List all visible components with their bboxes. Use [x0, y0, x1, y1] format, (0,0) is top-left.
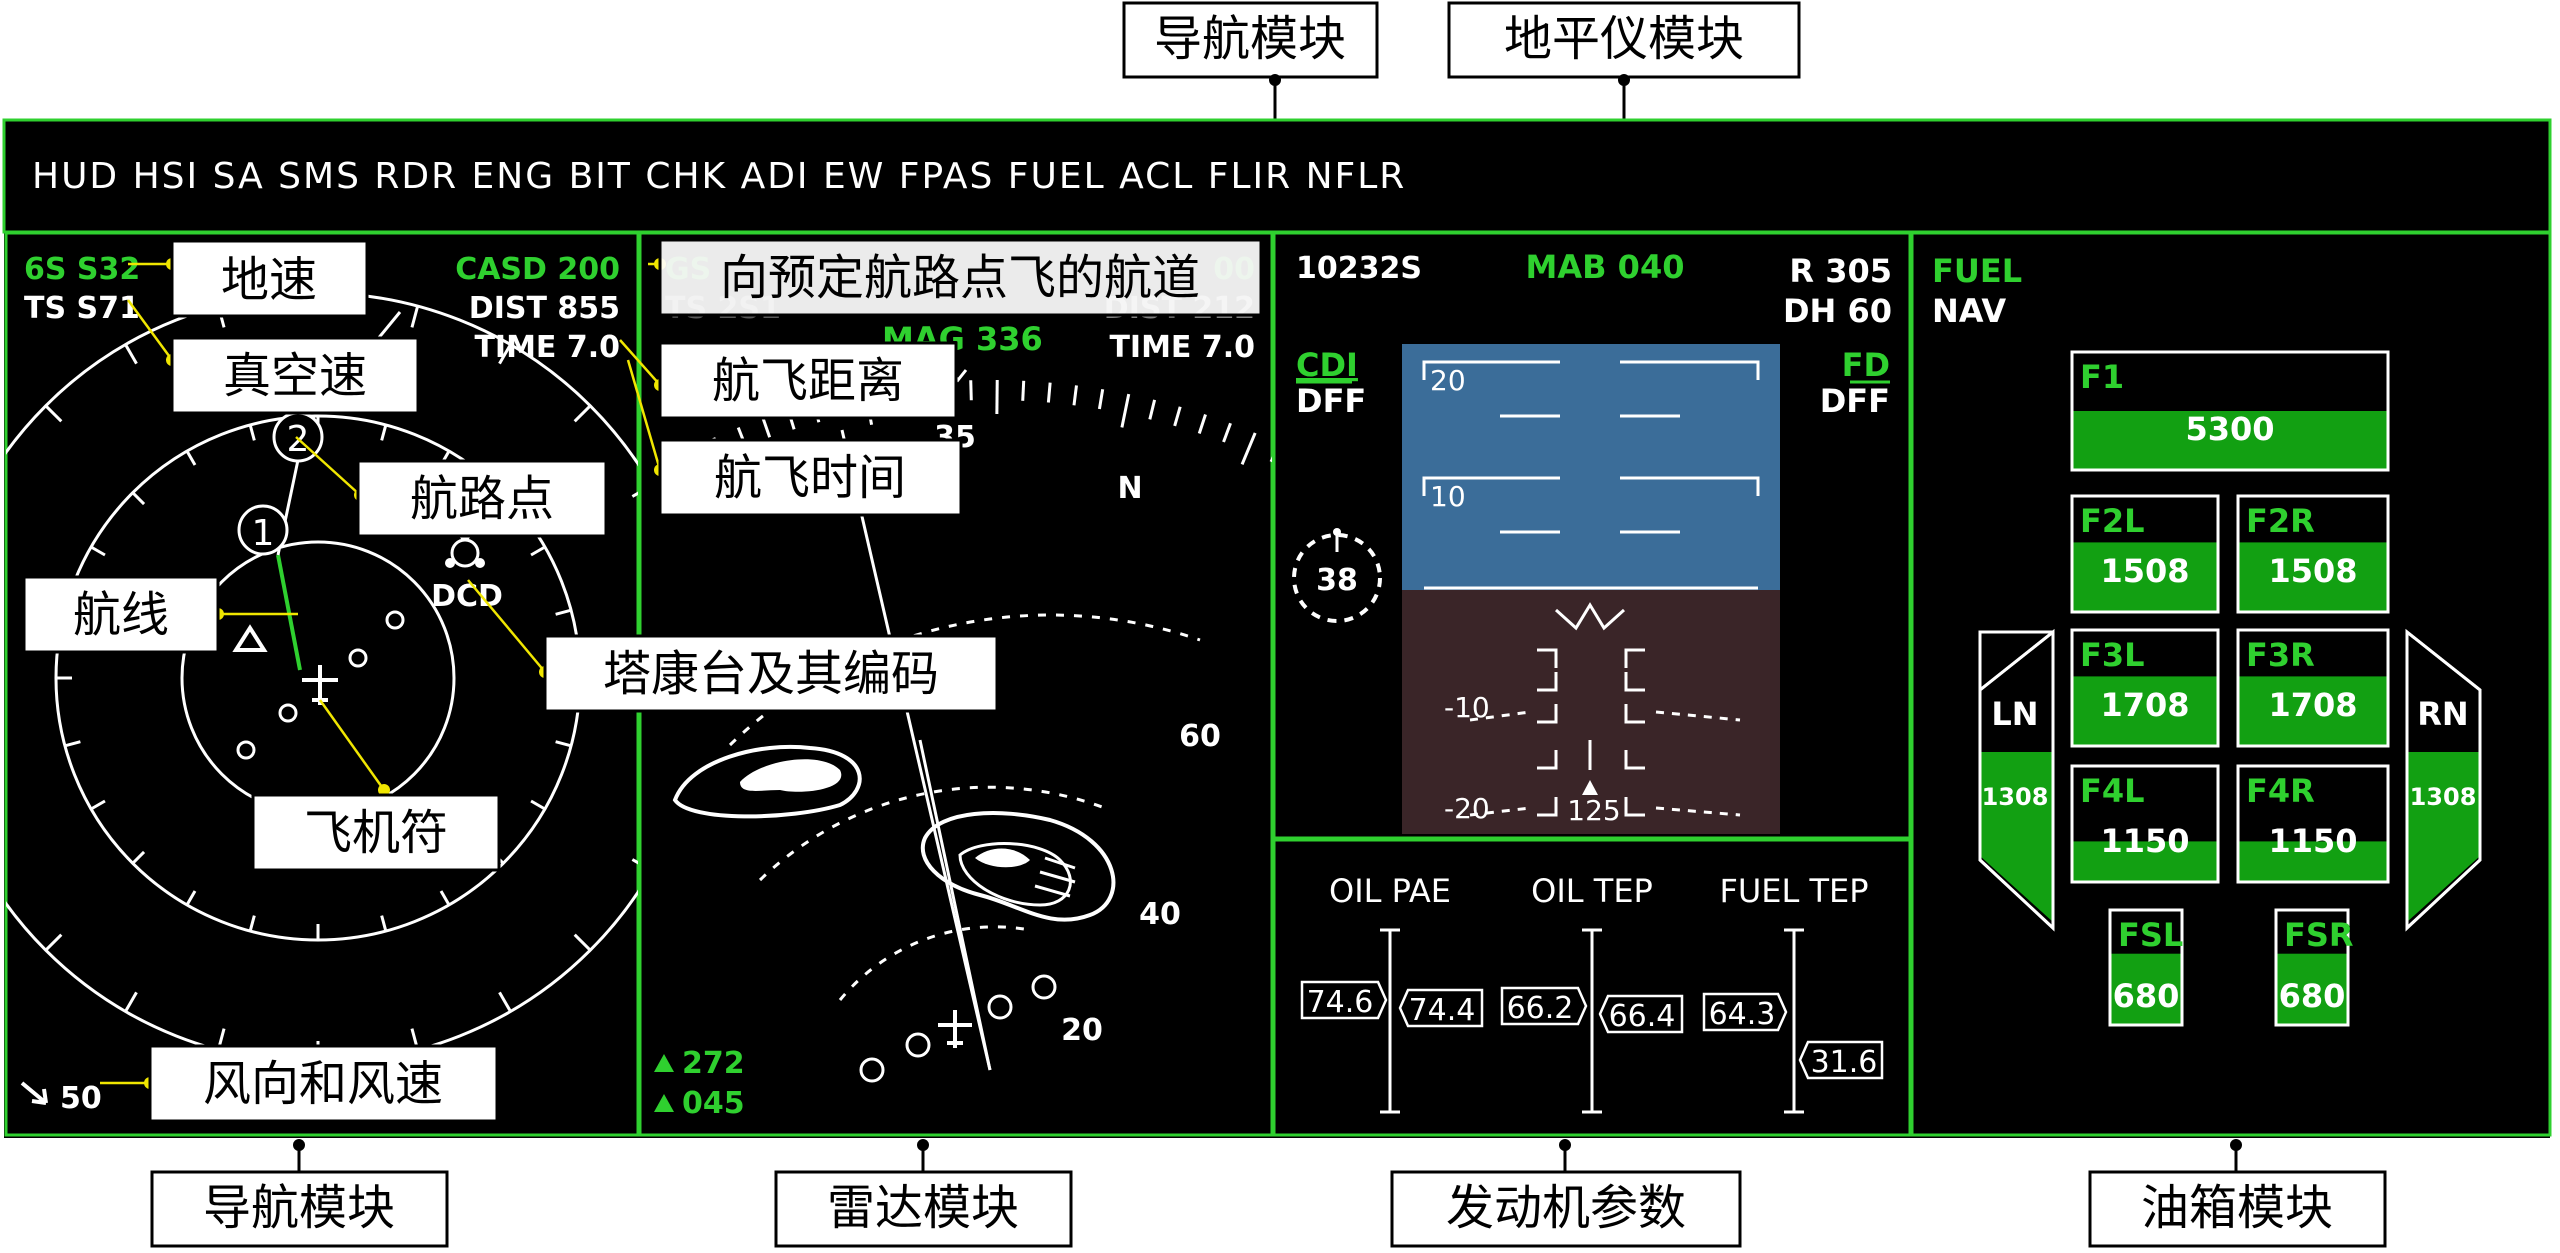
nav-ring-tick [0, 860, 4, 871]
time-value: TIME 7.0 [474, 330, 620, 365]
callout-bottom-fuel: 油箱模块 [2141, 1180, 2333, 1236]
menu-bar-text[interactable]: HUD HSI SA SMS RDR ENG BIT CHK ADI EW FP… [32, 156, 1406, 197]
ln-value: 1308 [1982, 783, 2049, 811]
bottom-dots [293, 1139, 2242, 1151]
ground-speed-value: 6S S32 [24, 252, 140, 287]
adi-pitch-20: 20 [1430, 364, 1466, 397]
tank-label-f4r: F4R [2246, 772, 2315, 810]
radar-val-045: 045 [682, 1086, 745, 1121]
compass-tick [1023, 381, 1024, 401]
callout-top-nav: 导航模块 [1154, 11, 1346, 67]
rn-label: RN [2417, 695, 2468, 733]
radar-val-272: 272 [682, 1046, 745, 1081]
tank-label-f1: F1 [2080, 358, 2124, 396]
menu-bar: HUD HSI SA SMS RDR ENG BIT CHK ADI EW FP… [4, 120, 2550, 232]
range-label-40: 40 [1139, 897, 1181, 932]
tank-value-f4l: 1150 [2100, 822, 2189, 860]
callout-bottom-engine: 发动机参数 [1446, 1180, 1686, 1236]
adi-r-value: R 305 [1789, 252, 1892, 290]
dist-value: DIST 855 [469, 291, 620, 326]
callout-wind: 风向和风速 [203, 1056, 443, 1112]
tank-label-f4l: F4L [2080, 772, 2145, 810]
adi-fd-label: FD [1842, 346, 1890, 384]
callout-flight-time: 航飞时间 [714, 450, 906, 506]
fuel-tep-left-value: 64.3 [1709, 997, 1776, 1032]
callout-bottom-radar: 雷达模块 [827, 1180, 1019, 1236]
adi-compass-value: 38 [1316, 563, 1358, 598]
range-label-20: 20 [1061, 1013, 1103, 1048]
engine-label-fuel-tep: FUEL TEP [1719, 872, 1868, 910]
compass-tick [971, 380, 972, 400]
adi-speed-value: 125 [1567, 794, 1620, 827]
ln-label: LN [1991, 695, 2038, 733]
oil-tep-right-value: 66.4 [1609, 999, 1676, 1034]
adi-pitch-minus-20: -20 [1444, 792, 1490, 825]
adi-alt-value: 10232S [1296, 251, 1422, 286]
oil-tep-left-value: 66.2 [1507, 991, 1574, 1026]
tank-value-f1: 5300 [2185, 410, 2274, 448]
callout-bottom-nav: 导航模块 [203, 1180, 395, 1236]
bottom-callouts: 导航模块 雷达模块 发动机参数 油箱模块 [152, 1139, 2385, 1246]
callout-flight-distance: 航飞距离 [712, 353, 904, 409]
range-label-60: 60 [1179, 719, 1221, 754]
adi-pitch-10: 10 [1430, 480, 1466, 513]
tank-value-fsl: 680 [2113, 977, 2180, 1015]
fuel-tep-right-value: 31.6 [1811, 1045, 1878, 1080]
oil-pae-right-value: 74.4 [1409, 993, 1476, 1028]
oil-pae-left-value: 74.6 [1307, 985, 1374, 1020]
engine-label-oil-tep: OIL TEP [1531, 872, 1653, 910]
tank-value-f3r: 1708 [2268, 686, 2357, 724]
tacan-icon-lobe [445, 558, 455, 568]
compass-tick [1048, 383, 1050, 403]
tank-value-fsr: 680 [2279, 977, 2346, 1015]
fuel-panel-frame [1912, 233, 2550, 1135]
callout-waypoint: 航路点 [410, 471, 554, 527]
tank-label-f2l: F2L [2080, 502, 2145, 540]
bottom-leaders [299, 1140, 2236, 1172]
tank-value-f2l: 1508 [2100, 552, 2189, 590]
callout-top-adi: 地平仪模块 [1504, 11, 1744, 67]
callout-course-to-waypoint: 向预定航路点飞的航道 [720, 250, 1200, 306]
wind-value: 50 [60, 1081, 102, 1116]
tank-label-f2r: F2R [2246, 502, 2315, 540]
engine-panel: OIL PAE OIL TEP FUEL TEP 74.6 74.4 66.2 … [1274, 840, 1910, 1135]
fuel-title: FUEL [1932, 252, 2022, 290]
adi-compass-pin [1333, 528, 1341, 536]
callout-aircraft-symbol: 飞机符 [304, 805, 448, 861]
callout-true-airspeed: 真空速 [223, 348, 367, 404]
tank-label-f3r: F3R [2246, 636, 2315, 674]
tank-label-fsr: FSR [2284, 916, 2354, 954]
adi-mab-value: MAB 040 [1526, 248, 1685, 286]
tank-value-f4r: 1150 [2268, 822, 2357, 860]
tank-value-f3l: 1708 [2100, 686, 2189, 724]
adi-dh-value: DH 60 [1783, 292, 1892, 330]
adi-cdi-value: DFF [1296, 382, 1366, 420]
waypoint-1-label: 1 [252, 513, 275, 554]
adi-fd-value: DFF [1820, 382, 1890, 420]
casd-value: CASD 200 [455, 252, 620, 287]
engine-label-oil-pae: OIL PAE [1329, 872, 1451, 910]
fuel-nav: NAV [1932, 292, 2006, 330]
adi-cdi-label: CDI [1296, 346, 1358, 384]
radar-time-value: TIME 7.0 [1109, 330, 1255, 365]
tacan-icon-lobe [475, 558, 485, 568]
adi-pitch-minus-10: -10 [1444, 691, 1490, 724]
tank-label-fsl: FSL [2118, 916, 2183, 954]
rn-value: 1308 [2410, 783, 2477, 811]
heading-n: N [1117, 471, 1142, 506]
callout-tacan: 塔康台及其编码 [603, 646, 939, 702]
tank-label-f3l: F3L [2080, 636, 2145, 674]
true-airspeed-value: TS S71 [24, 291, 140, 326]
tank-value-f2r: 1508 [2268, 552, 2357, 590]
callout-route: 航线 [73, 587, 169, 643]
dot-top-nav [1269, 74, 1281, 86]
tacan-icon [452, 540, 478, 566]
dot-top-adi [1618, 74, 1630, 86]
callout-ground-speed: 地速 [221, 252, 317, 308]
adi-panel: 10232S MAB 040 R 305 DH 60 CDI DFF FD DF… [1274, 233, 1910, 838]
nav-ring-tick [0, 486, 4, 497]
